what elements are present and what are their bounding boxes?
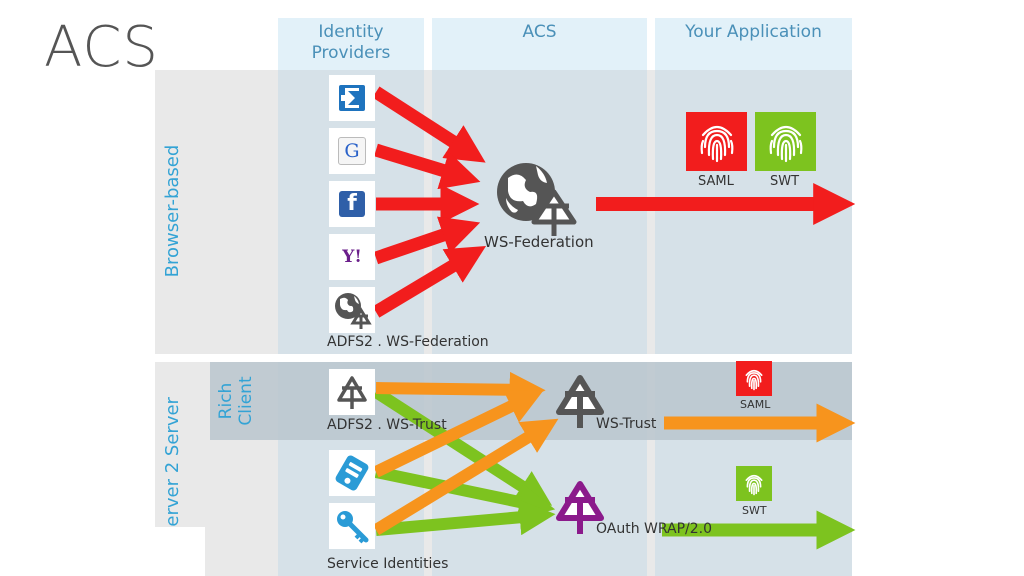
provider-tile-adfs-trust <box>329 369 375 415</box>
token-saml-small <box>736 361 772 396</box>
arrow-live-to-acs <box>372 86 486 163</box>
arrow-yahoo-to-acs <box>373 216 481 265</box>
ws-federation-label: WS-Federation <box>484 233 594 251</box>
column-header-acs: ACS <box>432 18 647 70</box>
provider-tile-yahoo: Y! <box>329 234 375 280</box>
provider-tile-google: G <box>329 128 375 174</box>
provider-tile-key <box>329 503 375 549</box>
token-saml-label: SAML <box>698 174 734 189</box>
column-header-identity-providers: Identity Providers <box>278 18 424 70</box>
token-swt-label: SWT <box>770 174 800 189</box>
adfs-tree-icon <box>337 376 367 409</box>
token-saml-small-label: SAML <box>740 398 771 411</box>
token-swt-green <box>755 112 816 171</box>
token-swt-small-label: SWT <box>742 504 767 517</box>
adfs-federation-caption: ADFS2 . WS-Federation <box>327 334 489 350</box>
yahoo-icon: Y! <box>342 247 362 267</box>
column-header-your-application: Your Application <box>655 18 852 70</box>
blank-panel <box>44 527 205 576</box>
ws-trust-tree-icon <box>556 375 604 428</box>
oauth-tree-icon <box>556 481 604 534</box>
ws-trust-label: WS-Trust <box>596 416 657 432</box>
arrow-adfs-to-acs <box>372 245 487 318</box>
facebook-icon: f <box>339 191 365 217</box>
adfs-globe-icon <box>335 293 372 329</box>
arrow-adfs-trust-to-wstrust <box>375 371 546 408</box>
arrow-adfs-trust-to-oauth <box>372 386 553 506</box>
adfs-trust-caption: ADFS2 . WS-Trust <box>327 417 447 433</box>
arrow-google-to-acs <box>374 143 481 190</box>
acs-globe-icon <box>497 163 577 236</box>
slide-title: ACS <box>44 15 159 80</box>
arrow-cert-to-wstrust <box>373 390 544 478</box>
key-icon <box>337 511 369 544</box>
provider-tile-live <box>329 75 375 121</box>
certificate-icon <box>335 455 369 491</box>
fingerprint-icon <box>745 369 763 390</box>
token-saml-red <box>686 112 747 171</box>
fingerprint-icon <box>745 474 763 495</box>
provider-tile-facebook: f <box>329 181 375 227</box>
service-identities-caption: Service Identities <box>327 556 449 572</box>
token-swt-small <box>736 466 772 501</box>
google-icon: G <box>338 137 366 165</box>
provider-tile-adfs-federation <box>329 287 375 333</box>
arrow-key-to-wstrust <box>372 418 559 536</box>
windows-live-id-icon <box>339 85 365 111</box>
oauth-label: OAuth WRAP/2.0 <box>596 521 713 537</box>
arrow-key-to-oauth <box>375 499 556 536</box>
provider-tile-certificate <box>329 450 375 496</box>
fingerprint-icon <box>769 125 802 162</box>
fingerprint-icon <box>700 125 733 162</box>
